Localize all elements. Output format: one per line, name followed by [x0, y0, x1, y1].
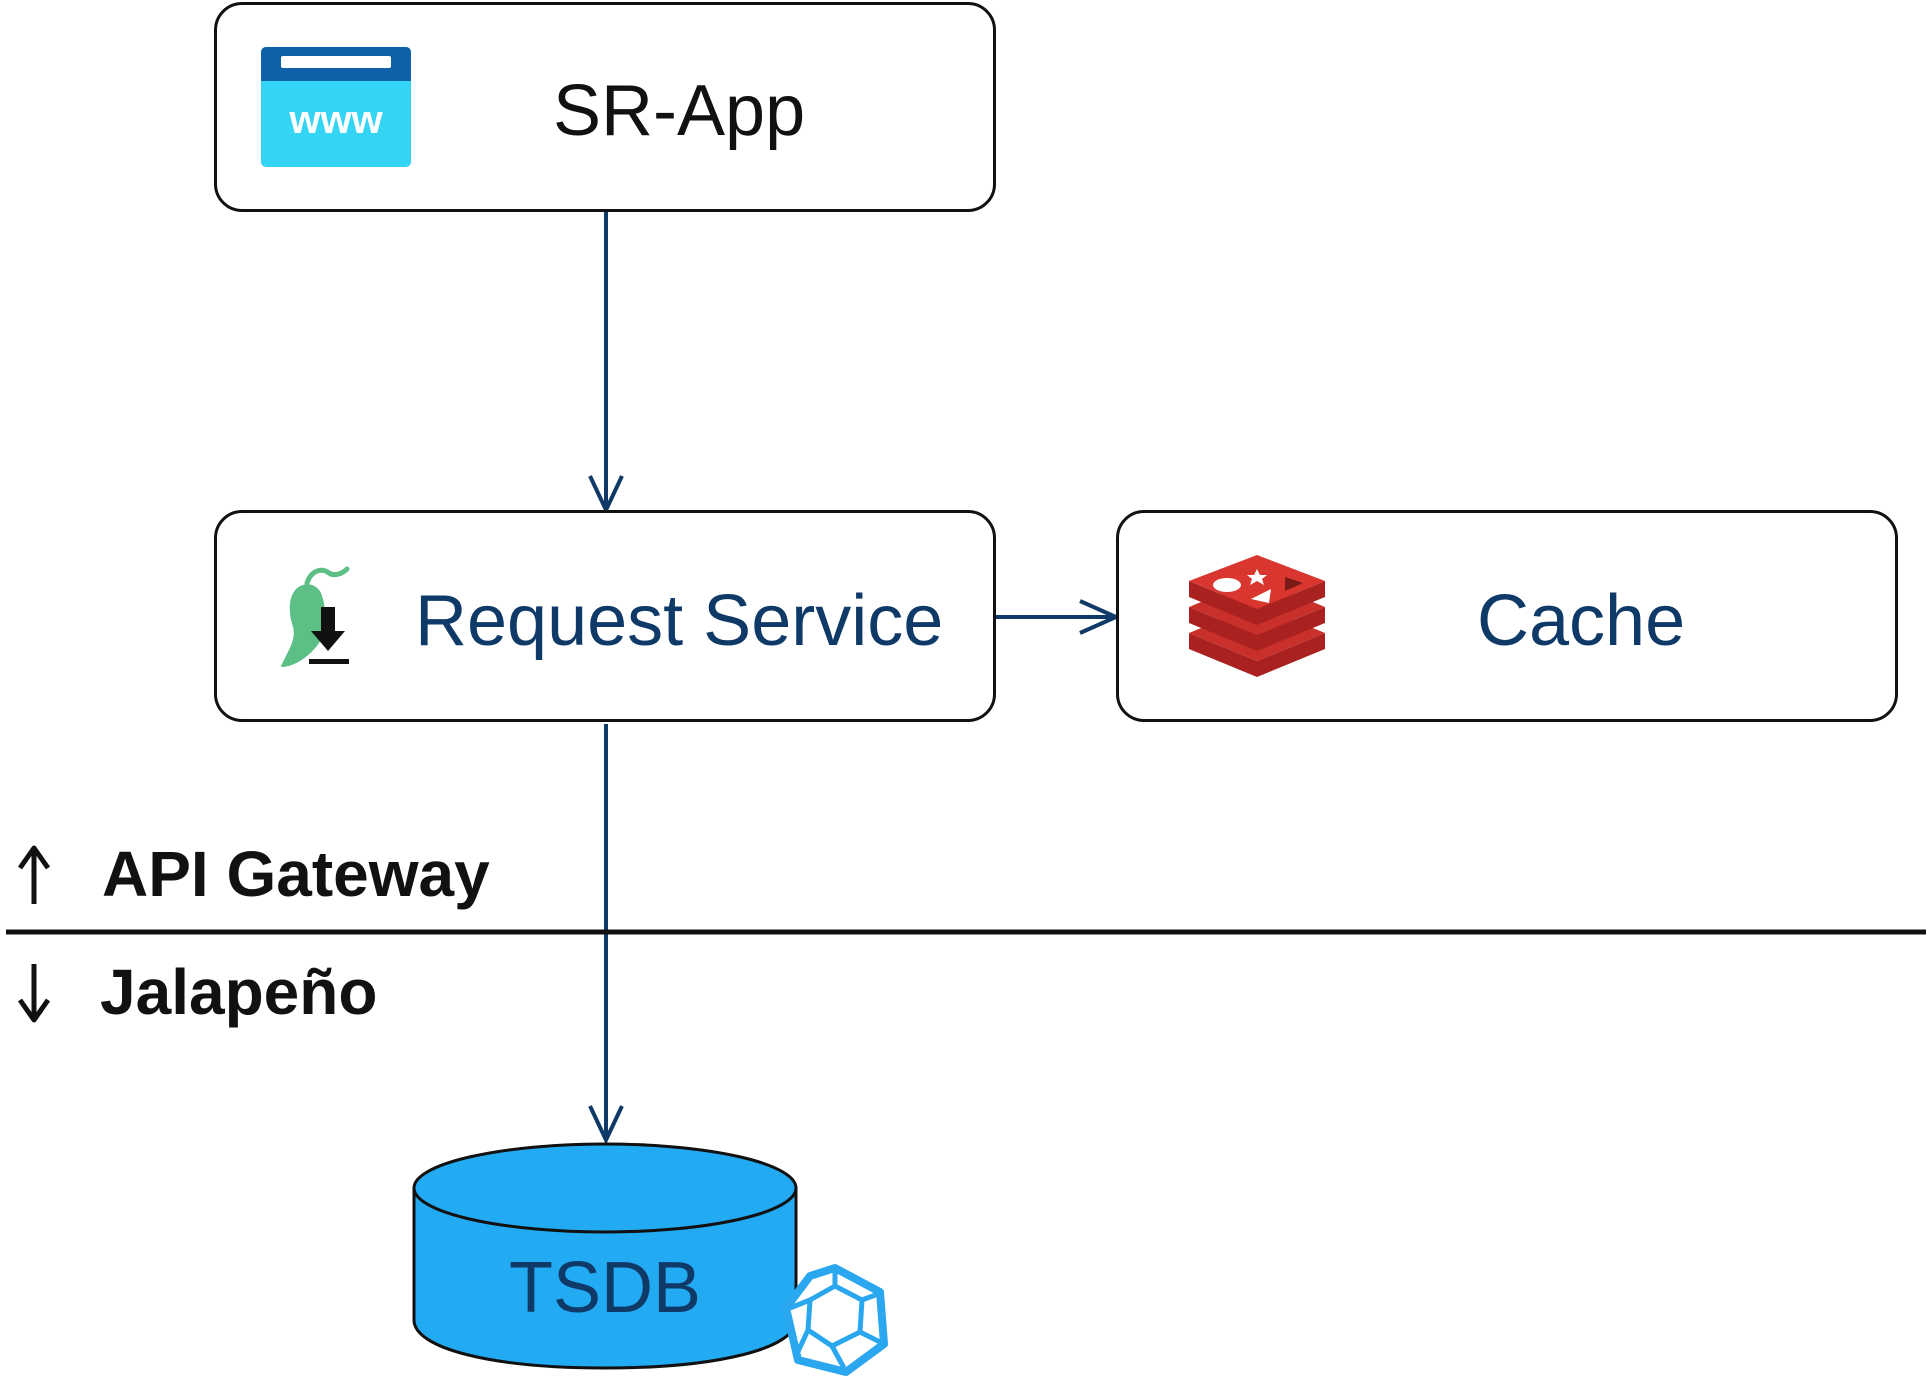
tsdb-node[interactable]: TSDB [410, 1140, 800, 1370]
svg-text:www: www [288, 98, 383, 142]
dodecahedron-icon [780, 1262, 890, 1378]
tsdb-cylinder [412, 1142, 798, 1370]
sr-app-label: SR-App [553, 71, 806, 151]
cache-node[interactable]: Cache [1116, 510, 1898, 722]
jalapeno-download-icon [277, 563, 367, 675]
edge-request-service-to-cache [996, 599, 1121, 635]
sr-app-node[interactable]: www SR-App [214, 2, 996, 212]
edge-srapp-to-request-service [588, 212, 624, 515]
www-browser-icon: www [261, 47, 411, 167]
cache-label: Cache [1477, 581, 1686, 661]
zone-label-api-gateway: API Gateway [102, 838, 490, 910]
tsdb-label: TSDB [508, 1248, 702, 1328]
arrow-up-icon [14, 844, 54, 906]
arrow-down-icon [14, 962, 54, 1024]
redis-icon [1185, 555, 1329, 681]
zone-label-jalapeno: Jalapeño [100, 956, 378, 1028]
request-service-label: Request Service [415, 581, 944, 661]
request-service-node[interactable]: Request Service [214, 510, 996, 722]
